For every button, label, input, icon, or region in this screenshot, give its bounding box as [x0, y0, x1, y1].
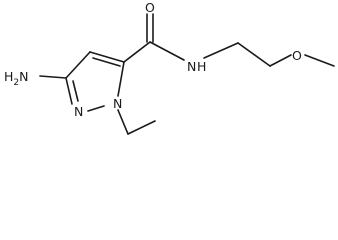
bond-c4-c5-double	[89, 51, 125, 63]
bond-ch2-ch3	[127, 120, 156, 135]
amide-hydrogen-label: H	[197, 59, 206, 74]
amine-label: H2N	[4, 69, 29, 88]
bonds	[39, 13, 335, 135]
bond-carbonyl-nh	[149, 41, 185, 61]
carbonyl-oxygen-label: O	[145, 0, 155, 15]
bond-c3-c4	[65, 51, 91, 79]
bond-c3-nh2	[39, 75, 67, 79]
ring-n2-label: N	[74, 104, 83, 119]
bond-ch2-o	[269, 54, 292, 67]
ring-n1-label: N	[113, 96, 122, 111]
bond-ch2-ch2	[237, 42, 271, 67]
ether-oxygen-label: O	[292, 48, 302, 63]
bond-c5-n1	[117, 61, 125, 97]
bond-n2-c3-double-inner	[72, 80, 79, 102]
bond-c4-c5-double-inner	[92, 57, 121, 67]
atom-labels: H2N N N O N H O	[4, 0, 302, 119]
bond-c5-carbonyl	[123, 41, 151, 63]
bond-o-ch3	[304, 54, 335, 67]
bond-n2-c3-double	[65, 77, 73, 105]
chemical-structure: H2N N N O N H O	[4, 0, 335, 135]
bond-nh-ch2	[203, 42, 239, 59]
bond-n1-n2	[87, 105, 105, 112]
bond-n1-ch2	[117, 109, 129, 135]
amide-nitrogen-label: N	[187, 59, 196, 74]
